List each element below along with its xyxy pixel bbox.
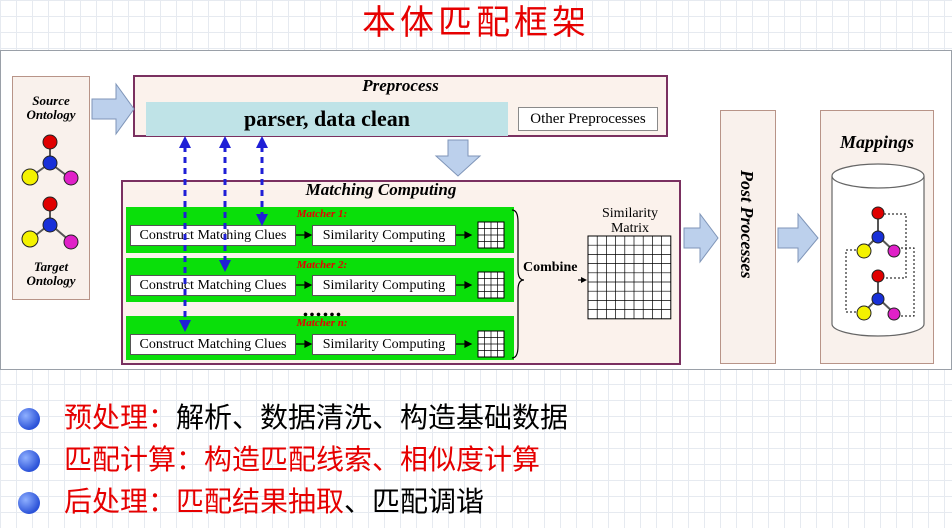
construct-matching-clues-2: Construct Matching Clues	[130, 275, 296, 296]
page-title: 本体匹配框架	[362, 3, 590, 43]
matcher-1-label: Matcher 1:	[296, 208, 348, 220]
similarity-computing-2: Similarity Computing	[312, 275, 456, 296]
other-preprocesses-box: Other Preprocesses	[518, 107, 658, 131]
matcher-n-label: Matcher n:	[296, 317, 348, 329]
similarity-matrix-label: Similarity Matrix	[602, 206, 658, 236]
construct-matching-clues-1: Construct Matching Clues	[130, 225, 296, 246]
post-processes-label: Post Processes	[737, 170, 757, 279]
bullet-dot-icon	[18, 450, 40, 472]
bullet-dot-icon	[18, 408, 40, 430]
bullet-head: 后处理：	[64, 485, 177, 518]
combine-label: Combine	[523, 260, 578, 275]
source-ontology-label: Source Ontology	[26, 93, 76, 122]
matcher-2-label: Matcher 2:	[296, 259, 348, 271]
bullet-text: 后处理：匹配结果抽取、匹配调谐	[64, 484, 484, 520]
construct-matching-clues-n: Construct Matching Clues	[130, 334, 296, 355]
ontology-panel	[12, 76, 90, 300]
bullet-body: 、匹配调谐	[344, 485, 485, 518]
parser-box: parser, data clean	[146, 102, 508, 136]
target-ontology-label: Target Ontology	[26, 259, 76, 288]
matching-title: Matching Computing	[305, 180, 457, 199]
bullet-body: 解析、数据清洗、构造基础数据	[176, 401, 569, 434]
bullet-body-red: 匹配结果抽取	[176, 485, 345, 518]
mappings-title: Mappings	[839, 132, 915, 152]
bullet-text: 预处理：解析、数据清洗、构造基础数据	[64, 400, 568, 436]
bullet-text: 匹配计算：构造匹配线索、相似度计算	[64, 442, 540, 478]
preprocess-title: Preprocess	[362, 76, 439, 95]
bullet-head: 预处理：	[64, 401, 177, 434]
bullet-dot-icon	[18, 492, 40, 514]
matcher-ellipsis: ……	[302, 297, 342, 321]
bullet-head: 匹配计算：	[64, 443, 205, 476]
post-processes-box	[720, 110, 776, 364]
bullet-body-red: 构造匹配线索、相似度计算	[204, 443, 541, 476]
similarity-computing-n: Similarity Computing	[312, 334, 456, 355]
similarity-computing-1: Similarity Computing	[312, 225, 456, 246]
